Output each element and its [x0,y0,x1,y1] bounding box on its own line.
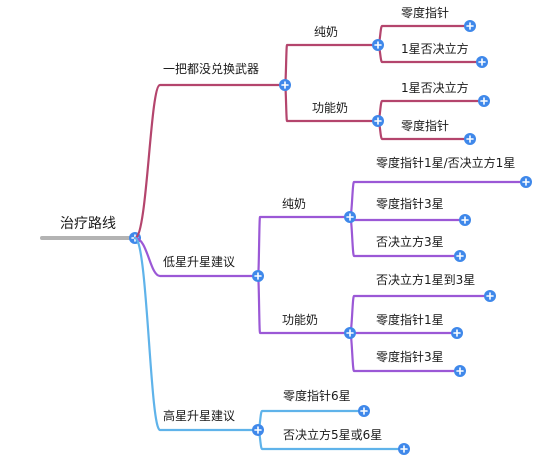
branch-expand-icon[interactable] [252,270,264,282]
leaf-expand-icon[interactable] [451,327,463,339]
branch-connector [133,236,260,278]
sub-branch-label: 纯奶 [282,197,306,211]
leaf-label: 1星否决立方 [401,41,469,56]
leaf-expand-icon[interactable] [454,365,466,377]
branch-label: 高星升星建议 [163,408,235,423]
leaf-expand-icon[interactable] [478,95,490,107]
leaf-label: 零度指针1星 [376,312,444,327]
root-label: 治疗路线 [60,216,116,232]
leaf-label: 零度指针3星 [376,196,444,211]
leaf-expand-icon[interactable] [358,405,370,417]
sub-branch-connector [256,215,352,278]
branch-label: 低星升星建议 [163,255,235,269]
branch-expand-icon[interactable] [252,424,264,436]
leaf-expand-icon[interactable] [454,250,466,262]
branch-connector [133,236,260,432]
leaf-label: 1星否决立方 [401,80,469,95]
sub-branch-label: 功能奶 [312,101,348,115]
branch-connector [133,83,287,240]
leaf-label: 否决立方3星 [376,234,444,249]
sub-branch-expand-icon[interactable] [344,211,356,223]
leaf-expand-icon[interactable] [464,133,476,145]
sub-branch-connector [283,43,380,87]
sub-branch-expand-icon[interactable] [372,39,384,51]
leaf-label: 零度指针 [401,118,449,133]
leaf-label: 否决立方1星到3星 [376,272,475,287]
leaf-expand-icon[interactable] [464,20,476,32]
branch-label: 一把都没兑换武器 [163,61,259,76]
leaf-expand-icon[interactable] [484,290,496,302]
leaf-label: 零度指针1星/否决立方1星 [376,155,515,170]
leaf-connector [376,99,486,123]
mind-map-root-node: 治疗路线 [40,216,141,244]
leaf-label: 零度指针3星 [376,349,444,364]
leaf-label: 零度指针 [401,5,449,20]
leaf-expand-icon[interactable] [476,56,488,68]
leaf-expand-icon[interactable] [520,176,532,188]
sub-branch-label: 功能奶 [282,313,318,327]
sub-branch-expand-icon[interactable] [372,115,384,127]
sub-branch-label: 纯奶 [314,25,338,39]
leaf-expand-icon[interactable] [398,443,410,455]
leaf-connector [348,215,467,222]
branch-expand-icon[interactable] [279,79,291,91]
sub-branch-expand-icon[interactable] [344,327,356,339]
leaf-label: 零度指针6星 [283,388,351,403]
leaf-label: 否决立方5星或6星 [283,427,382,442]
branches-layer: 一把都没兑换武器纯奶零度指针1星否决立方功能奶1星否决立方零度指针低星升星建议纯… [133,5,532,455]
leaf-expand-icon[interactable] [459,214,471,226]
